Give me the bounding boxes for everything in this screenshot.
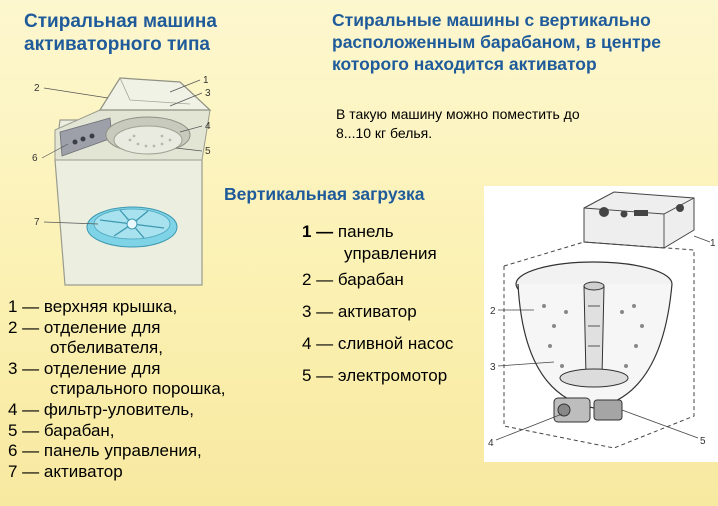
list-item: 3 — отделение для xyxy=(8,358,161,378)
left-callout-5: 5 xyxy=(205,146,211,157)
left-title-line1: Стиральная машина xyxy=(24,11,217,32)
right-callout-4: 4 xyxy=(488,438,494,449)
list-item: 3 — активатор xyxy=(302,302,417,321)
activator-parts-list: 1 — верхняя крышка, 2 — отделение для от… xyxy=(8,297,308,482)
left-title-line2: активаторного типа xyxy=(24,34,210,55)
left-callout-1: 1 xyxy=(203,75,209,86)
capacity-description: В такую машину можно поместить до 8...10… xyxy=(336,105,696,143)
right-title-line2: расположенным барабаном, в центре xyxy=(332,32,662,52)
list-item: 6 — панель управления, xyxy=(8,441,202,461)
list-item: 2 — отделение для xyxy=(8,317,161,337)
list-item: 1 — панель управления xyxy=(302,221,492,265)
cutaway-machine-illustration: 1 2 3 4 5 xyxy=(484,186,718,462)
right-callout-3: 3 xyxy=(490,362,496,373)
description-line1: В такую машину можно поместить до xyxy=(336,106,580,122)
right-title-line1: Стиральные машины с вертикально xyxy=(332,10,651,30)
right-title: Стиральные машины с вертикально располож… xyxy=(332,9,712,75)
left-callout-2: 2 xyxy=(34,83,40,94)
description-line2: 8...10 кг белья. xyxy=(336,125,433,141)
activator-machine-illustration: 1 2 3 4 5 6 7 xyxy=(32,75,212,286)
item1-number: 1 — xyxy=(302,222,334,241)
list-item: стирального порошка, xyxy=(50,379,226,399)
list-item: 4 — фильтр-уловитель, xyxy=(8,399,194,419)
left-title: Стиральная машина активаторного типа xyxy=(24,10,284,56)
right-callout-1: 1 xyxy=(710,238,716,249)
list-item: 5 — барабан, xyxy=(8,420,115,440)
left-callout-3: 3 xyxy=(205,88,211,99)
list-item: 5 — электромотор xyxy=(302,366,448,385)
right-title-line3: которого находится активатор xyxy=(332,54,597,74)
list-item: отбеливателя, xyxy=(50,338,163,358)
vertical-loading-parts-list: 1 — панель управления 2 — барабан 3 — ак… xyxy=(302,221,492,397)
right-callout-5: 5 xyxy=(700,436,706,447)
right-callout-2: 2 xyxy=(490,306,496,317)
list-item: 1 — верхняя крышка, xyxy=(8,297,178,316)
left-callout-7: 7 xyxy=(34,217,40,228)
left-callout-6: 6 xyxy=(32,153,38,164)
left-callout-4: 4 xyxy=(205,121,211,132)
vertical-loading-heading: Вертикальная загрузка xyxy=(224,184,425,204)
item1-text: панель xyxy=(337,222,394,241)
item1-text-continued: управления xyxy=(344,244,437,263)
list-item: 7 — активатор xyxy=(8,461,123,481)
list-item: 2 — барабан xyxy=(302,270,404,289)
list-item: 4 — сливной насос xyxy=(302,334,454,353)
